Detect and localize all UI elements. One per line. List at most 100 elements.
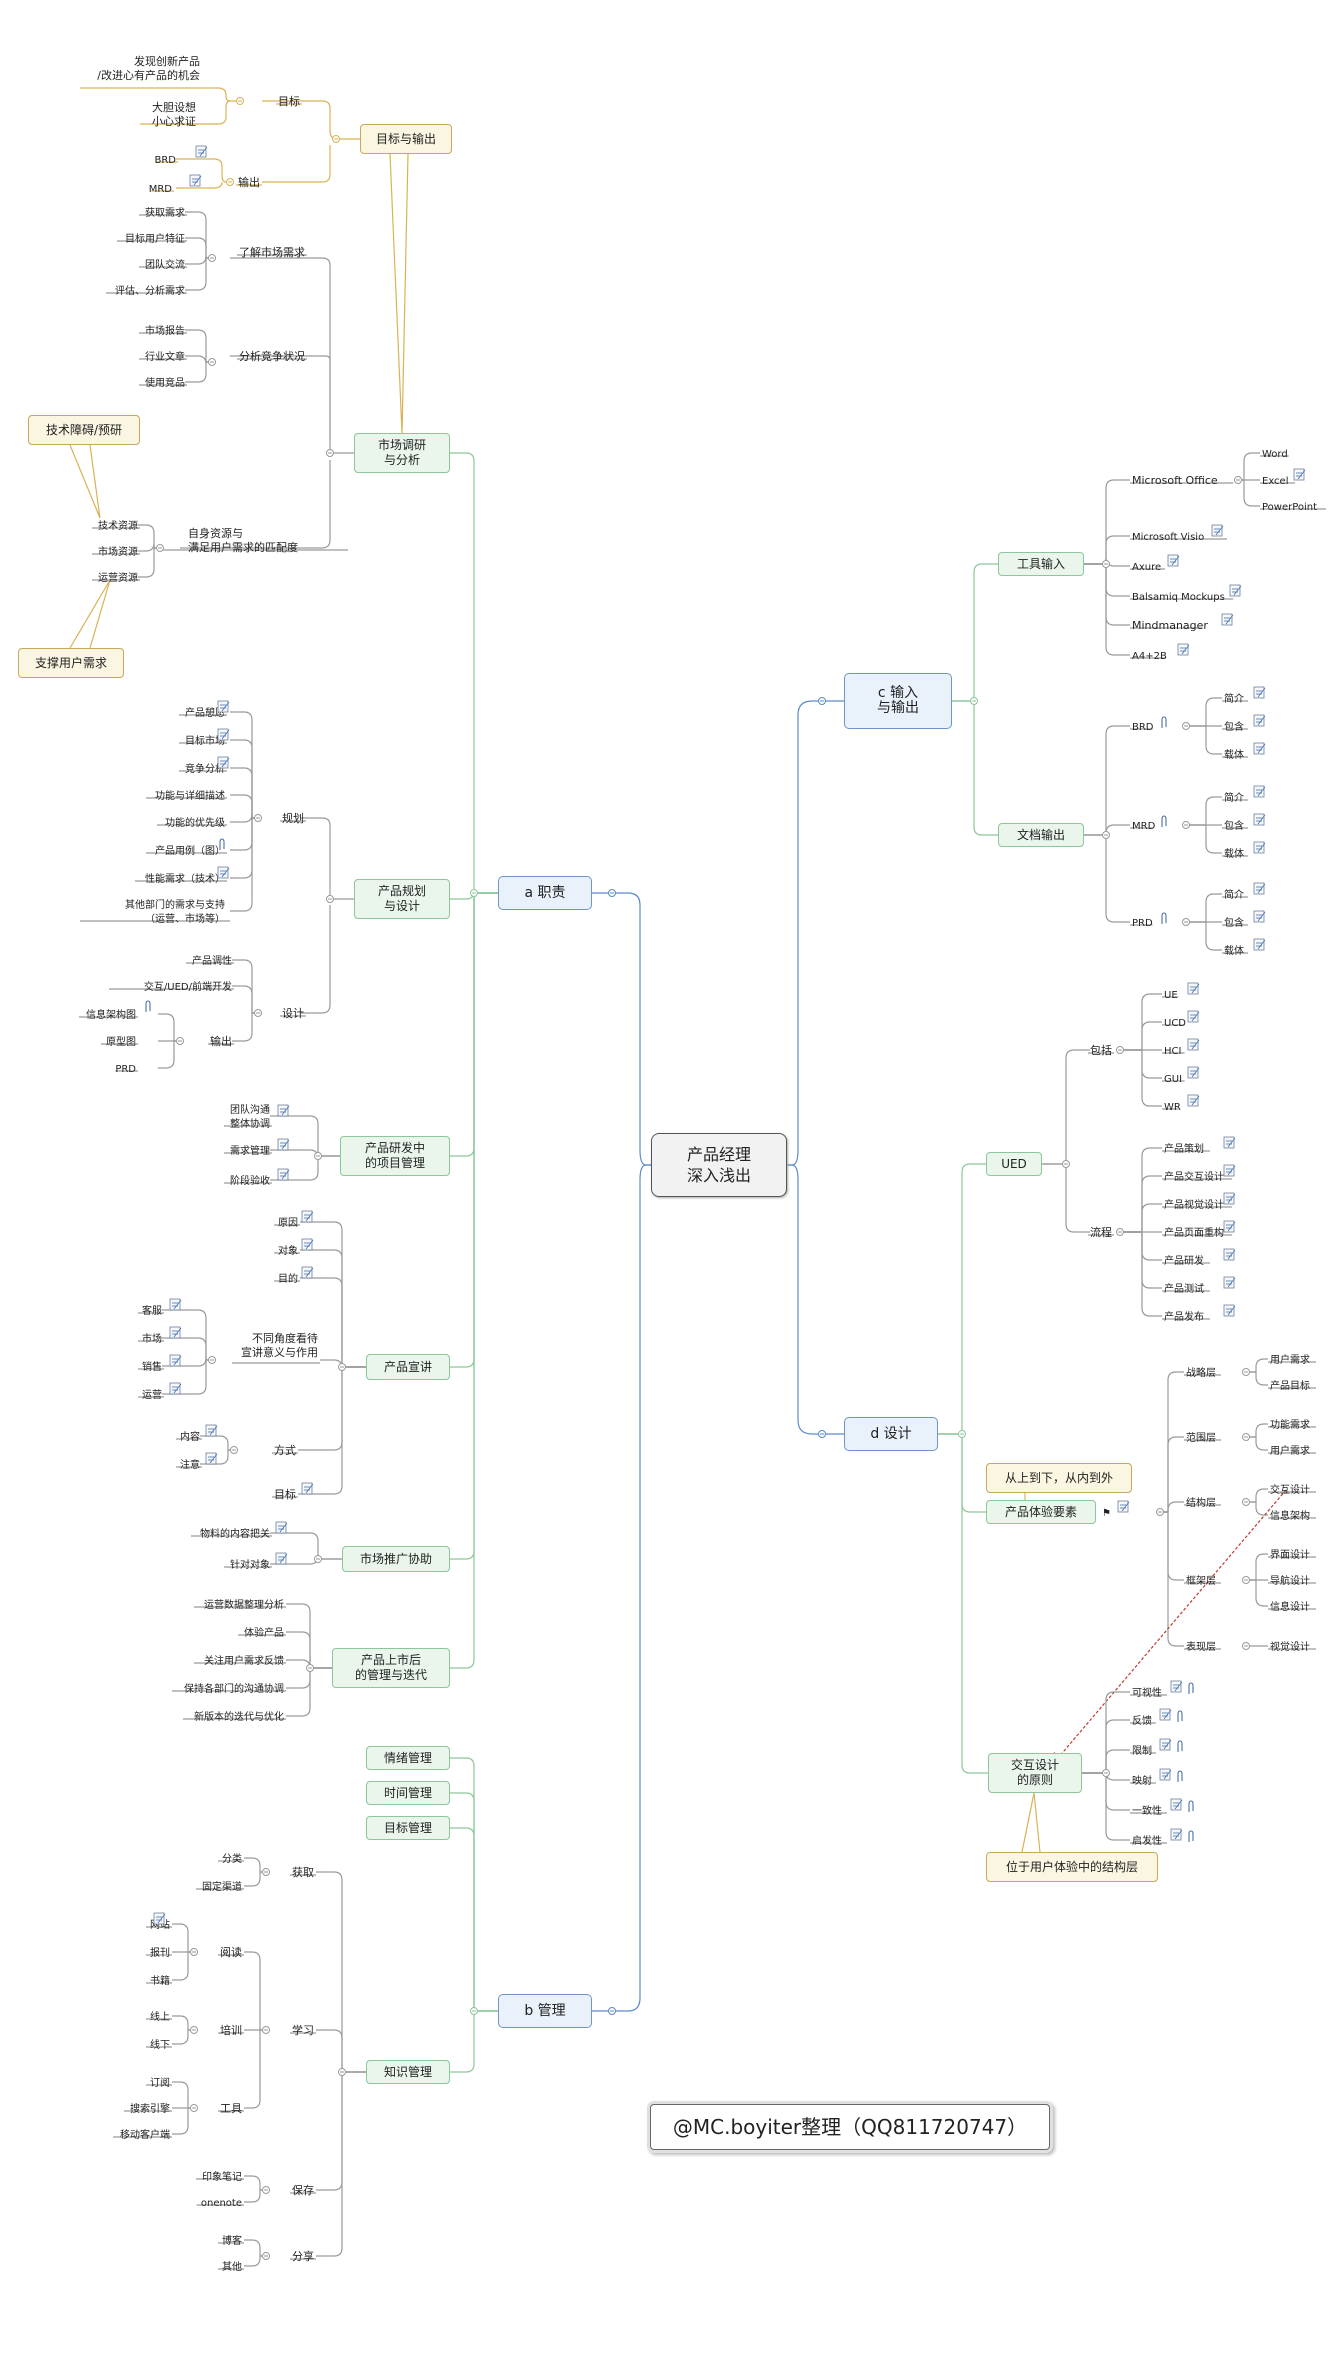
- leaf-know-0[interactable]: 获取需求: [145, 207, 185, 219]
- note-icon[interactable]: [1159, 1768, 1171, 1781]
- callout-top-down[interactable]: 从上到下，从内到外: [986, 1463, 1132, 1493]
- leaf-know-2[interactable]: 团队交流: [145, 258, 185, 271]
- leaf-principle-3[interactable]: 映射: [1132, 1775, 1152, 1787]
- leaf-office-2[interactable]: PowerPoint: [1262, 502, 1317, 513]
- leaf-doc-0-0[interactable]: 简介: [1224, 692, 1244, 705]
- branch-angles[interactable]: 不同角度看待宣讲意义与作用: [241, 1331, 318, 1359]
- branch-method[interactable]: 方式: [274, 1443, 296, 1457]
- leaf-plan-6[interactable]: 性能需求（技术）: [145, 872, 225, 885]
- leaf-comp-2[interactable]: 使用竞品: [145, 376, 185, 389]
- leaf-principle-5[interactable]: 启发性: [1132, 1834, 1162, 1847]
- leaf-design-out-0[interactable]: 信息架构图: [86, 1008, 136, 1021]
- branch-share[interactable]: 分享: [292, 2249, 314, 2263]
- leaf-preach-0[interactable]: 原因: [278, 1217, 298, 1229]
- leaf-rd-2[interactable]: 阶段验收: [230, 1174, 270, 1187]
- leaf-acquire-0[interactable]: 分类: [222, 1852, 242, 1865]
- leaf-train-1[interactable]: 线下: [150, 2038, 170, 2051]
- subtopic-ued[interactable]: UED: [986, 1152, 1042, 1176]
- note-icon[interactable]: [1253, 714, 1265, 727]
- note-icon[interactable]: [277, 1168, 289, 1181]
- branch-design-output[interactable]: 输出: [210, 1034, 232, 1048]
- note-icon[interactable]: [1170, 1828, 1182, 1841]
- note-icon[interactable]: [1159, 1708, 1171, 1721]
- note-icon[interactable]: [217, 756, 229, 769]
- note-icon[interactable]: [205, 1424, 217, 1437]
- leaf-layer-3-2[interactable]: 信息设计: [1270, 1600, 1310, 1613]
- note-icon[interactable]: [1167, 554, 1179, 567]
- central-topic[interactable]: 产品经理 深入浅出: [651, 1133, 787, 1197]
- branch-doc-0[interactable]: BRD: [1132, 722, 1154, 733]
- topic-a-duties[interactable]: a 职责: [498, 876, 592, 910]
- note-icon[interactable]: [1159, 1738, 1171, 1751]
- branch-plan[interactable]: 规划: [282, 811, 304, 825]
- subtopic-tools-input[interactable]: 工具输入: [998, 552, 1084, 576]
- leaf-plan-2[interactable]: 竞争分析: [185, 762, 225, 775]
- branch-train[interactable]: 培训: [220, 2023, 242, 2037]
- leaf-post-3[interactable]: 保持各部门的沟通协调: [184, 1682, 284, 1695]
- branch-read[interactable]: 阅读: [220, 1945, 242, 1959]
- leaf-store-0[interactable]: 印象笔记: [202, 2170, 242, 2183]
- leaf-read-1[interactable]: 报刊: [150, 1946, 170, 1959]
- branch-layer-3[interactable]: 框架层: [1186, 1574, 1216, 1587]
- branch-flow[interactable]: 流程: [1090, 1225, 1112, 1239]
- leaf-flow-1[interactable]: 产品交互设计: [1164, 1170, 1224, 1183]
- branch-competition[interactable]: 分析竞争状况: [239, 349, 305, 363]
- attachment-icon[interactable]: [1188, 1800, 1194, 1812]
- leaf-doc-1-0[interactable]: 简介: [1224, 791, 1244, 804]
- leaf-angle-0[interactable]: 客服: [142, 1304, 162, 1317]
- leaf-post-2[interactable]: 关注用户需求反馈: [204, 1654, 284, 1667]
- leaf-angle-1[interactable]: 市场: [142, 1332, 162, 1345]
- leaf-method-0[interactable]: 内容: [180, 1430, 200, 1443]
- leaf-doc-2-1[interactable]: 包含: [1224, 916, 1244, 929]
- leaf-preach-goal[interactable]: 目标: [274, 1487, 296, 1501]
- leaf-include-4[interactable]: WR: [1164, 1102, 1181, 1113]
- note-icon[interactable]: [1170, 1798, 1182, 1811]
- leaf-tool-0[interactable]: Microsoft Visio: [1132, 532, 1204, 543]
- note-icon[interactable]: [205, 1452, 217, 1465]
- leaf-principle-0[interactable]: 可视性: [1132, 1686, 1162, 1699]
- leaf-goal-2[interactable]: 大胆设想小心求证: [152, 100, 196, 128]
- attachment-icon[interactable]: [1177, 1710, 1183, 1722]
- leaf-plan-0[interactable]: 产品憩愿: [185, 706, 225, 719]
- branch-know-market[interactable]: 了解市场需求: [239, 245, 305, 259]
- leaf-plan-7[interactable]: 其他部门的需求与支持（运营、市场等）: [125, 898, 225, 925]
- leaf-doc-0-1[interactable]: 包含: [1224, 720, 1244, 733]
- note-icon[interactable]: [217, 728, 229, 741]
- note-icon[interactable]: [1253, 910, 1265, 923]
- leaf-method-1[interactable]: 注意: [180, 1458, 200, 1471]
- leaf-res-0[interactable]: 技术资源: [98, 519, 138, 532]
- subtopic-market-research[interactable]: 市场调研 与分析: [354, 433, 450, 473]
- callout-structure-layer[interactable]: 位于用户体验中的结构层: [986, 1852, 1158, 1882]
- note-icon[interactable]: [1223, 1248, 1235, 1261]
- note-icon[interactable]: [169, 1382, 181, 1395]
- leaf-know-3[interactable]: 评估、分析需求: [115, 284, 185, 297]
- note-icon[interactable]: [1229, 584, 1241, 597]
- callout-tech-barrier[interactable]: 技术障碍/预研: [28, 415, 140, 445]
- note-icon[interactable]: [169, 1354, 181, 1367]
- branch-office[interactable]: Microsoft Office: [1132, 474, 1218, 487]
- leaf-office-0[interactable]: Word: [1262, 449, 1288, 460]
- leaf-include-3[interactable]: GUI: [1164, 1074, 1182, 1085]
- leaf-layer-1-1[interactable]: 用户需求: [1270, 1444, 1310, 1457]
- attachment-icon[interactable]: [1161, 716, 1167, 728]
- note-icon[interactable]: [1177, 643, 1189, 656]
- branch-store[interactable]: 保存: [292, 2183, 314, 2197]
- note-icon[interactable]: [1187, 1066, 1199, 1079]
- note-icon[interactable]: [275, 1521, 287, 1534]
- leaf-layer-2-1[interactable]: 信息架构: [1270, 1509, 1310, 1522]
- branch-doc-2[interactable]: PRD: [1132, 918, 1153, 929]
- note-icon[interactable]: [301, 1482, 313, 1495]
- leaf-doc-2-2[interactable]: 载体: [1224, 945, 1244, 957]
- note-icon[interactable]: [1223, 1192, 1235, 1205]
- leaf-plan-1[interactable]: 目标市场: [185, 734, 225, 747]
- note-icon[interactable]: [275, 1552, 287, 1565]
- note-icon[interactable]: [301, 1238, 313, 1251]
- leaf-share-0[interactable]: 博客: [222, 2234, 242, 2247]
- note-icon[interactable]: [1253, 742, 1265, 755]
- leaf-layer-1-0[interactable]: 功能需求: [1270, 1418, 1310, 1431]
- branch-include[interactable]: 包括: [1090, 1043, 1112, 1057]
- note-icon[interactable]: [1117, 1500, 1129, 1513]
- subtopic-docs-output[interactable]: 文档输出: [998, 823, 1084, 847]
- leaf-principle-2[interactable]: 限制: [1132, 1744, 1152, 1757]
- subtopic-post-launch[interactable]: 产品上市后 的管理与迭代: [332, 1648, 450, 1688]
